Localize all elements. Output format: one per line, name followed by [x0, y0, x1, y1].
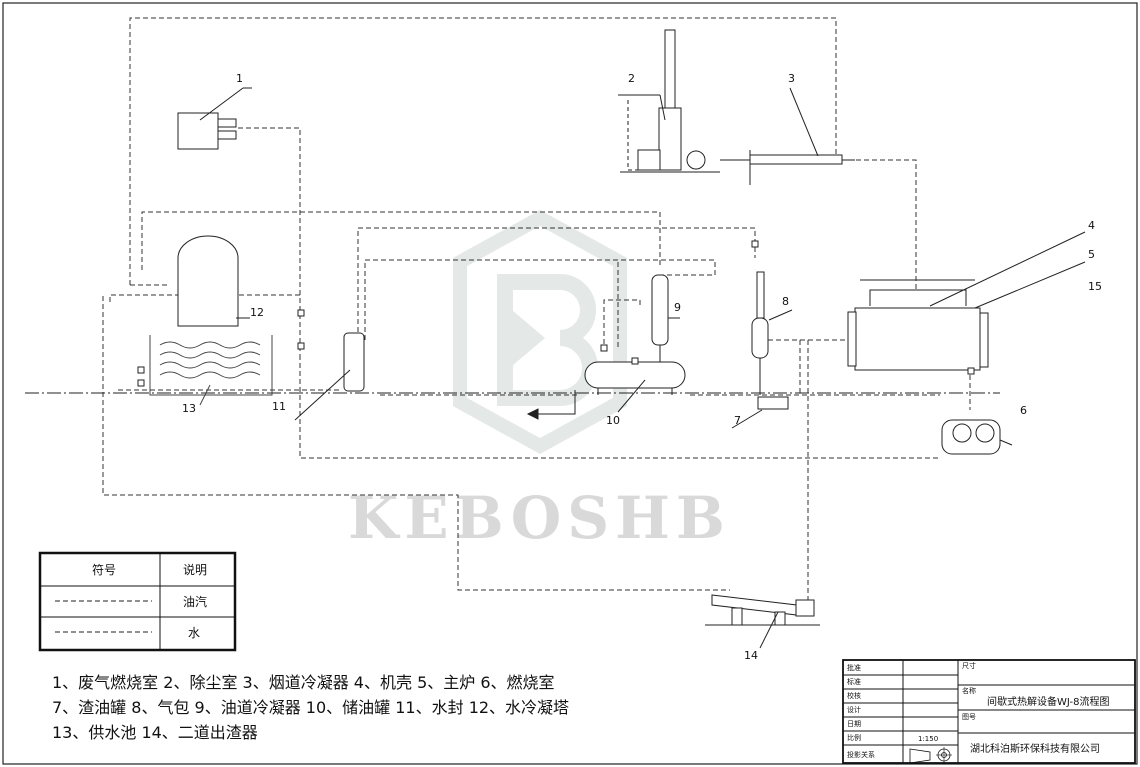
label-4: 4 — [1088, 219, 1095, 232]
combustion-chamber — [941, 419, 1013, 455]
legend-header-symbol: 符号 — [92, 562, 116, 577]
tb-row-date: 日期 — [847, 720, 861, 728]
tb-row-projection: 投影关系 — [847, 750, 875, 759]
tb-name-label: 名称 — [962, 686, 976, 695]
legend-header-desc: 说明 — [183, 562, 207, 577]
tb-drawing-name: 间歇式热解设备WJ-8流程图 — [987, 695, 1109, 708]
label-3: 3 — [788, 72, 795, 85]
watermark-text: KEBOSHB — [348, 484, 731, 552]
label-1: 1 — [236, 72, 243, 85]
component-caption-line-1: 1、废气燃烧室 2、除尘室 3、烟道冷凝器 4、机壳 5、主炉 6、燃烧室 — [52, 673, 555, 692]
component-caption-line-2: 7、渣油罐 8、气包 9、油道冷凝器 10、储油罐 11、水封 12、水冷凝塔 — [52, 698, 570, 717]
label-8: 8 — [782, 295, 789, 308]
water-supply-pool — [149, 335, 273, 406]
label-15: 15 — [1088, 280, 1102, 293]
tb-row-standard: 标准 — [847, 677, 861, 686]
tb-row-scale: 比例 — [847, 733, 861, 742]
title-block — [842, 659, 1136, 764]
label-2: 2 — [628, 72, 635, 85]
oil-channel-condenser — [651, 274, 680, 362]
valves — [137, 240, 975, 387]
dust-removal-chamber — [618, 29, 720, 173]
component-labels: 1 2 3 4 5 15 6 7 8 9 10 11 12 13 14 — [182, 72, 1102, 662]
component-caption-line-3: 13、供水池 14、二道出渣器 — [52, 723, 258, 742]
tb-size-label: 尺寸 — [962, 661, 976, 670]
oil-storage-tank — [526, 361, 686, 420]
main-furnace — [847, 231, 1086, 371]
tb-row-approve: 批准 — [847, 663, 861, 672]
label-9: 9 — [674, 301, 681, 314]
legend-oil-vapor-desc: 油汽 — [183, 594, 207, 609]
label-11: 11 — [272, 400, 286, 413]
waste-gas-combustion-chamber — [177, 87, 252, 150]
gas-bag — [751, 271, 793, 395]
label-10: 10 — [606, 414, 620, 427]
label-12: 12 — [250, 306, 264, 319]
legend-water-desc: 水 — [188, 626, 200, 640]
tb-company: 湖北科泊斯环保科技有限公司 — [970, 742, 1100, 755]
title-block-text: 批准 标准 校核 设计 日期 比例 投影关系 1:150 尺寸 名称 间歇式热解… — [847, 661, 1109, 759]
label-13: 13 — [182, 402, 196, 415]
legend-table: 符号 说明 油汽 水 — [38, 551, 237, 652]
residue-oil-tank — [731, 396, 789, 429]
tb-row-check: 校核 — [847, 691, 861, 700]
tb-scale-value: 1:150 — [918, 735, 938, 743]
label-14: 14 — [744, 649, 758, 662]
water-seal — [294, 332, 365, 421]
watermark-logo — [453, 210, 627, 454]
water-cooling-tower — [177, 235, 250, 327]
label-7: 7 — [734, 414, 741, 427]
label-5: 5 — [1088, 248, 1095, 261]
second-slag-discharger — [705, 594, 820, 649]
tb-row-design: 设计 — [847, 705, 861, 714]
flue-condenser — [749, 87, 843, 165]
label-6: 6 — [1020, 404, 1027, 417]
tb-drawing-no-label: 图号 — [962, 713, 976, 721]
